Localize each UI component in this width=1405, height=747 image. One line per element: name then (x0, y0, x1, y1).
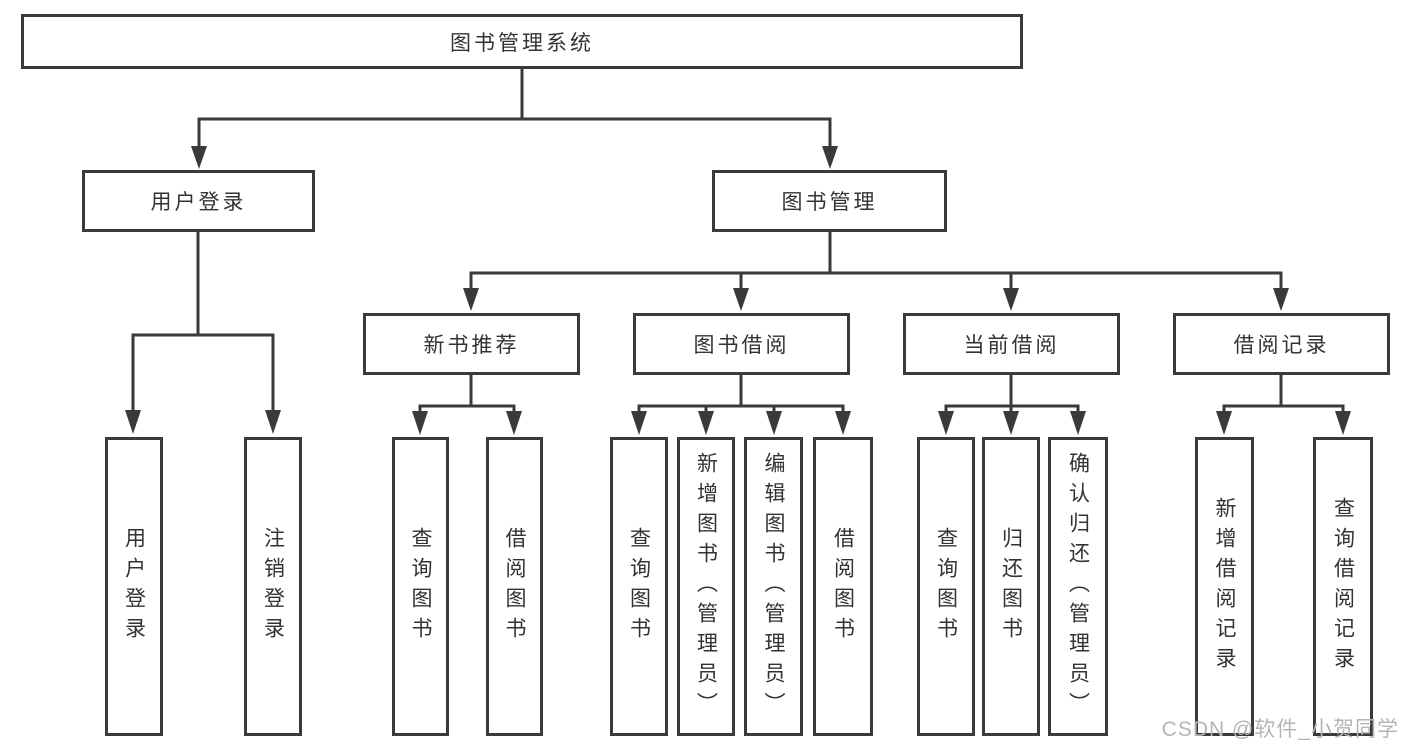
node-new-book-recommend: 新书推荐 (363, 313, 580, 375)
node-label: 查询图书 (627, 526, 651, 647)
leaf-confirm-return-admin: 确认归还（管理员） (1048, 437, 1108, 736)
leaf-edit-books-admin: 编辑图书（管理员） (744, 437, 803, 736)
leaf-add-books-admin: 新增图书（管理员） (677, 437, 735, 736)
node-label: 当前借阅 (963, 334, 1060, 357)
connector-current-borrow-branch (938, 375, 1086, 435)
leaf-borrow-books: 借阅图书 (813, 437, 873, 736)
node-label: 归还图书 (999, 526, 1023, 647)
node-label: 图书管理 (781, 191, 878, 214)
node-label: 新增借阅记录 (1213, 496, 1236, 677)
node-label: 查询图书 (934, 526, 958, 647)
node-label: 借阅图书 (503, 526, 526, 647)
node-label: 图书管理系统 (450, 31, 594, 55)
leaf-borrow-books-recommend: 借阅图书 (486, 437, 543, 736)
leaf-logout: 注销登录 (244, 437, 302, 736)
leaf-query-borrow-record: 查询借阅记录 (1313, 437, 1373, 736)
node-label: 编辑图书（管理员） (762, 451, 785, 722)
leaf-query-books-current: 查询图书 (917, 437, 975, 736)
leaf-query-books-borrow: 查询图书 (610, 437, 668, 736)
node-current-borrow: 当前借阅 (903, 313, 1120, 375)
node-label: 注销登录 (261, 526, 285, 647)
node-label: 查询图书 (409, 526, 432, 647)
node-label: 用户登录 (150, 191, 247, 214)
node-book-borrow: 图书借阅 (633, 313, 850, 375)
node-label: 新增图书（管理员） (694, 451, 718, 722)
node-label: 用户登录 (122, 526, 146, 647)
leaf-user-login: 用户登录 (105, 437, 163, 736)
leaf-query-books-recommend: 查询图书 (392, 437, 449, 736)
leaf-add-borrow-record: 新增借阅记录 (1195, 437, 1254, 736)
node-label: 查询借阅记录 (1331, 496, 1355, 677)
node-borrow-records: 借阅记录 (1173, 313, 1390, 375)
leaf-return-books: 归还图书 (982, 437, 1040, 736)
node-label: 图书借阅 (693, 334, 790, 357)
node-label: 确认归还（管理员） (1066, 451, 1090, 722)
connector-book-management-to-level3 (463, 232, 1289, 311)
connector-book-borrow-branch (631, 375, 851, 435)
watermark: CSDN @软件_小贺同学 (1161, 718, 1399, 741)
connector-user-login-branch (125, 232, 281, 434)
node-label: 借阅记录 (1233, 334, 1330, 357)
connector-new-book-recommend-branch (412, 375, 522, 435)
connector-borrow-records-branch (1216, 375, 1351, 435)
node-label: 新书推荐 (423, 334, 520, 357)
node-library-management-system: 图书管理系统 (21, 14, 1023, 69)
connector-root-to-level2 (191, 67, 838, 169)
node-book-management: 图书管理 (712, 170, 947, 232)
node-user-login: 用户登录 (82, 170, 315, 232)
node-label: 借阅图书 (831, 526, 855, 647)
